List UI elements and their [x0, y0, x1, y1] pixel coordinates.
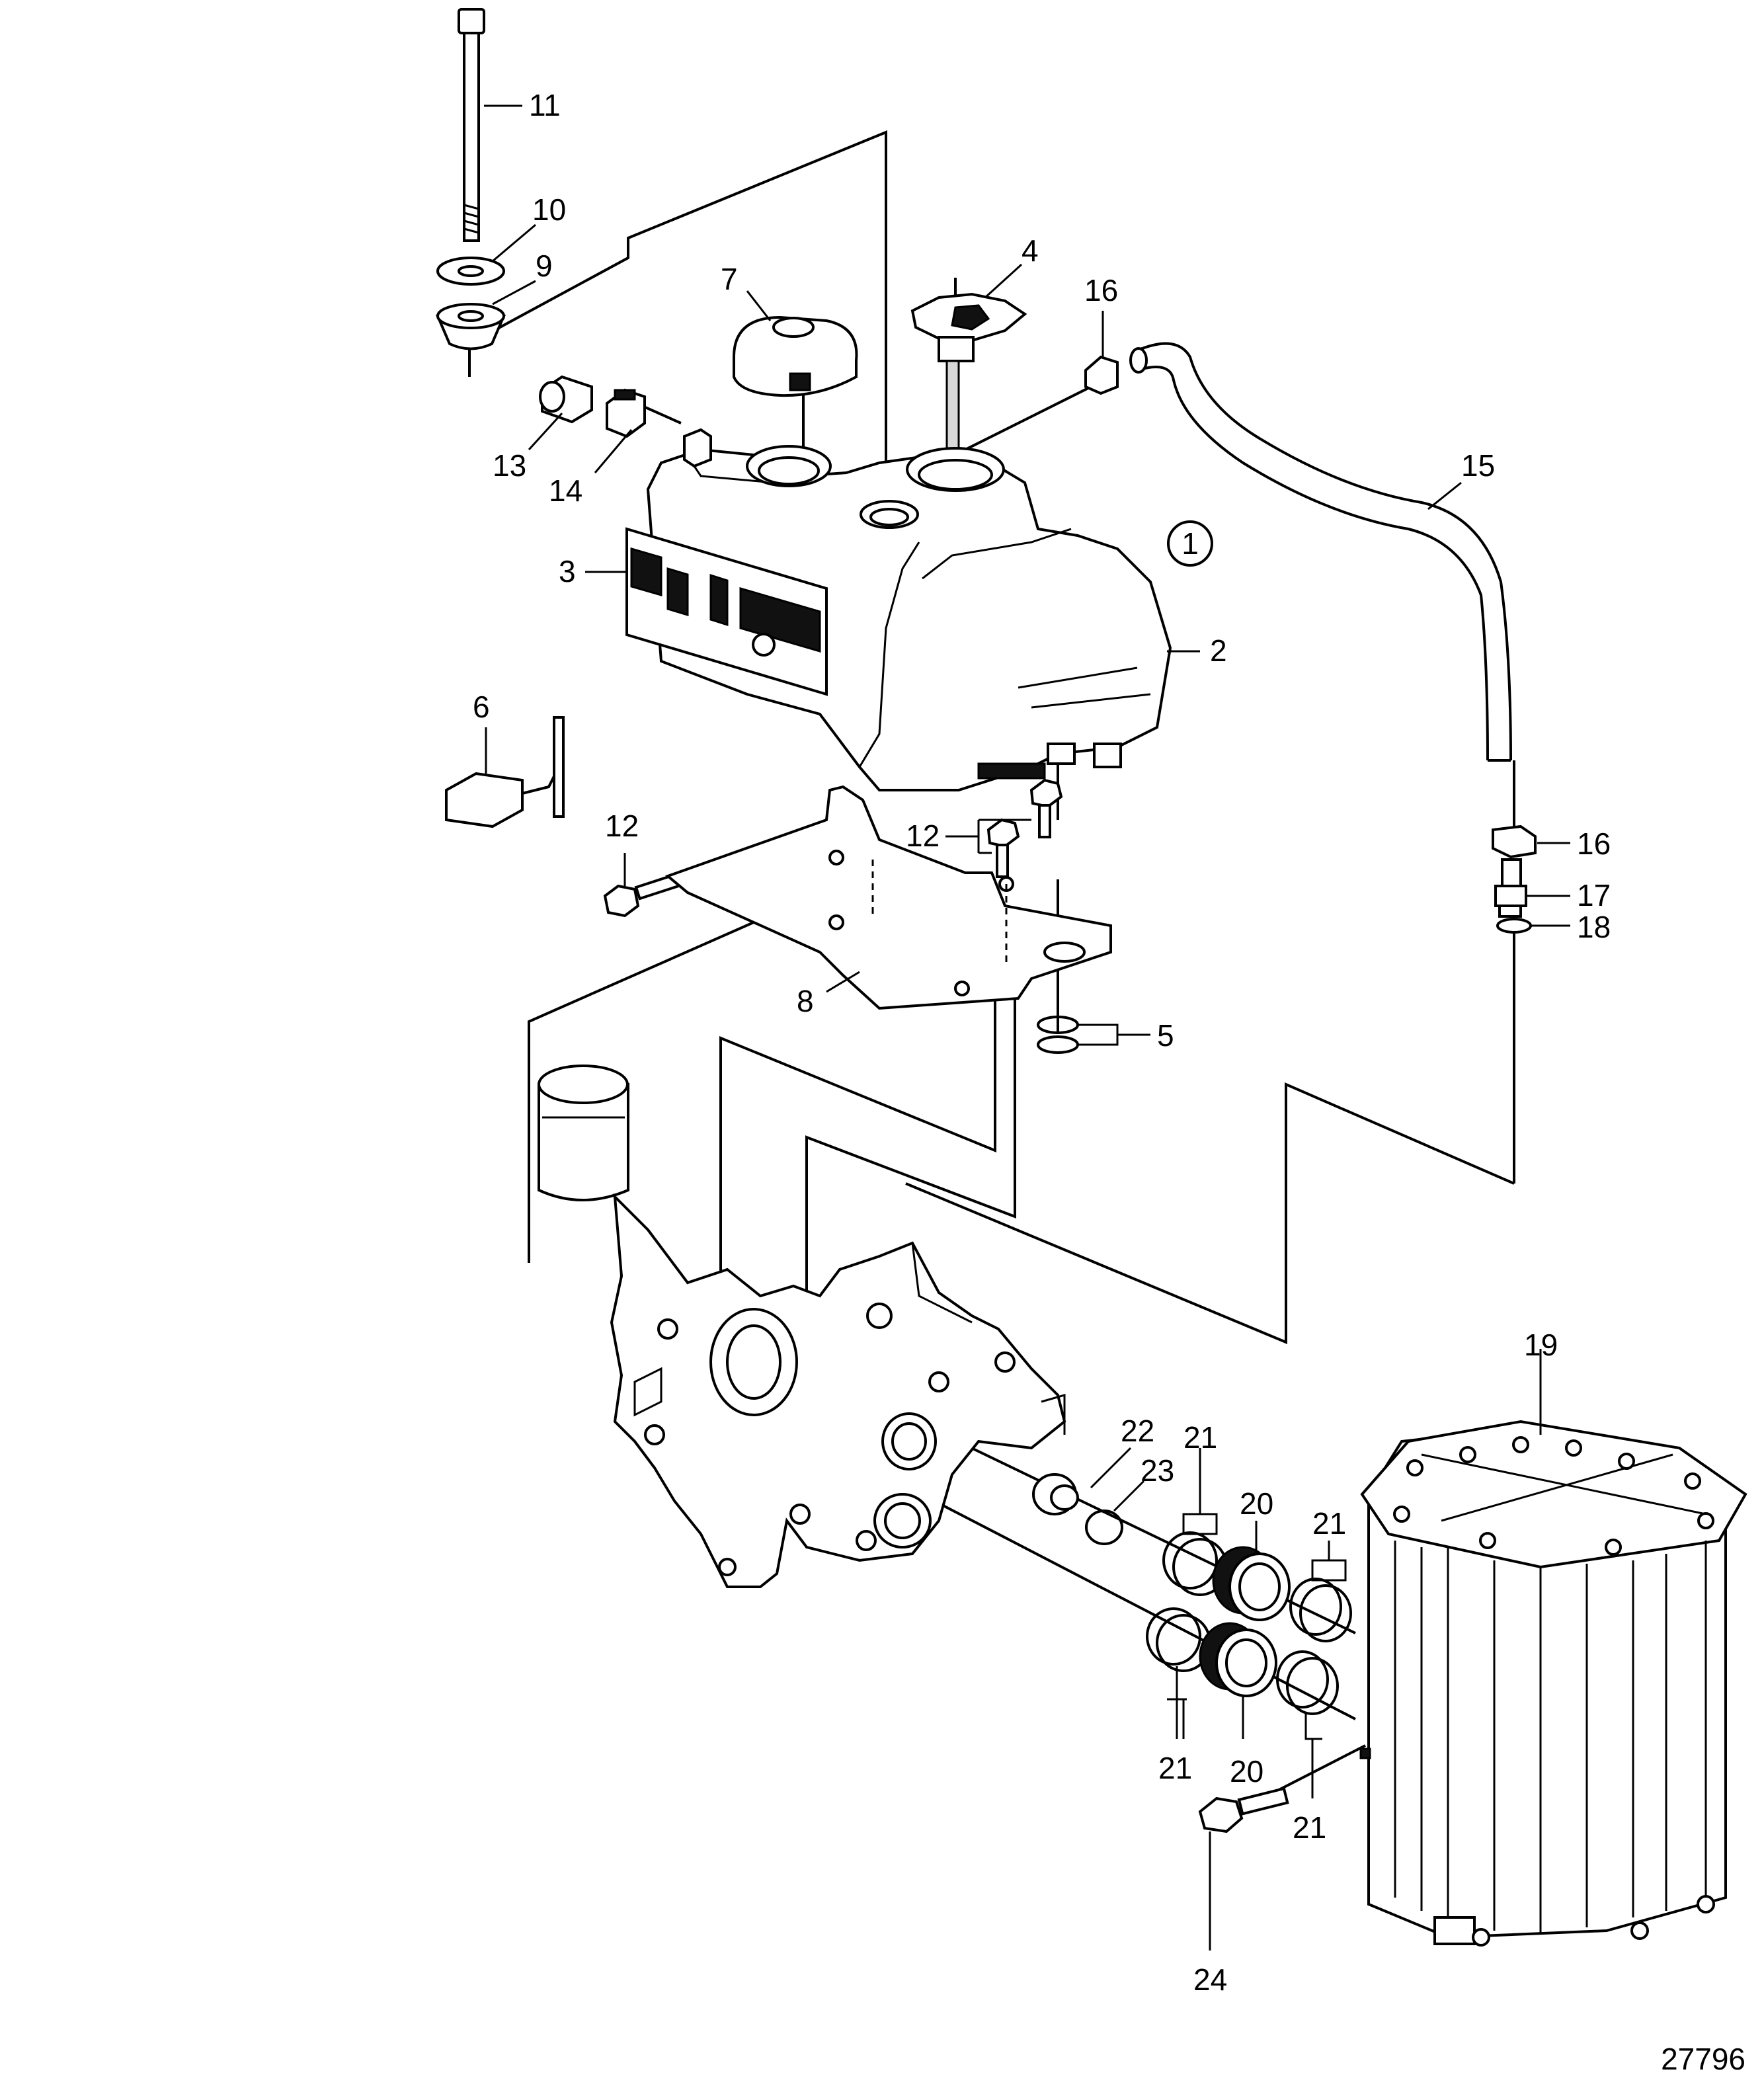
filter-housing	[538, 1065, 629, 1201]
callout-15: 15	[1461, 448, 1495, 483]
label-3	[625, 527, 828, 696]
callout-7: 7	[721, 262, 738, 296]
connector-17	[1494, 858, 1527, 918]
engine-front-cover	[610, 1193, 1066, 1588]
callout-4: 4	[1022, 233, 1039, 268]
callout-3: 3	[559, 554, 576, 588]
callout-24: 24	[1193, 1962, 1227, 1997]
callout-21-lower-right: 21	[1293, 1810, 1326, 1845]
fitting-22	[1032, 1473, 1079, 1515]
callout-20-lower: 20	[1230, 1754, 1263, 1789]
callout-6: 6	[473, 690, 490, 724]
seal-rings-21-upper-right	[1289, 1578, 1352, 1642]
callout-10: 10	[532, 192, 566, 227]
callout-17: 17	[1577, 878, 1611, 912]
clamp-14	[606, 388, 646, 438]
callout-14: 14	[549, 473, 582, 508]
expansion-tank-2	[646, 428, 1172, 791]
seal-rings-21-lower-right	[1276, 1650, 1339, 1715]
heat-exchanger-19	[1359, 1420, 1747, 1947]
group-marker: 1	[1182, 526, 1199, 561]
circled-number-icon: 1	[1167, 520, 1213, 567]
sleeve-20-lower	[1199, 1622, 1277, 1697]
sleeve-20-upper	[1212, 1546, 1291, 1621]
callout-11: 11	[529, 88, 561, 122]
hose-clamp-16-top	[1084, 355, 1119, 395]
callout-12-left: 12	[605, 809, 639, 843]
callout-22: 22	[1121, 1414, 1154, 1448]
bracket-8	[665, 785, 1112, 1010]
sleeve-13	[539, 375, 593, 424]
rubber-bushing-9	[435, 303, 506, 350]
callout-16-bottom: 16	[1577, 826, 1611, 861]
bolt-11	[458, 8, 485, 242]
callout-20-upper: 20	[1240, 1486, 1273, 1521]
level-sensor-6	[445, 716, 565, 828]
callout-2: 2	[1210, 633, 1227, 668]
callout-9: 9	[536, 249, 553, 283]
bolt-24	[1198, 1787, 1289, 1833]
nut-16-lower	[1492, 825, 1537, 859]
figure-number: 27796	[1661, 2042, 1745, 2076]
level-sensor-cap-4	[910, 292, 1027, 455]
filler-cap-7	[733, 315, 858, 397]
callout-18: 18	[1577, 910, 1611, 944]
callout-16-top: 16	[1084, 273, 1118, 307]
callout-8: 8	[797, 984, 814, 1018]
o-ring-23	[1085, 1509, 1123, 1545]
bolt-12-right	[986, 778, 1063, 878]
callout-21-lower-left: 21	[1158, 1751, 1192, 1785]
callout-labels: 11 10 9 7 4 16 13 14 15 3 2 6 12 12 16 1…	[473, 88, 1611, 1997]
hose-15	[1129, 342, 1512, 762]
leader-lines	[484, 104, 1570, 1951]
callout-12-right: 12	[906, 819, 940, 853]
callout-13: 13	[493, 448, 526, 483]
callout-23: 23	[1141, 1453, 1174, 1488]
seal-ring-18	[1496, 918, 1532, 934]
callout-21-upper-left: 21	[1183, 1420, 1217, 1455]
callout-19: 19	[1524, 1328, 1558, 1362]
callout-5: 5	[1157, 1018, 1174, 1053]
washer-10	[436, 257, 505, 286]
callout-21-upper-right: 21	[1312, 1506, 1346, 1541]
